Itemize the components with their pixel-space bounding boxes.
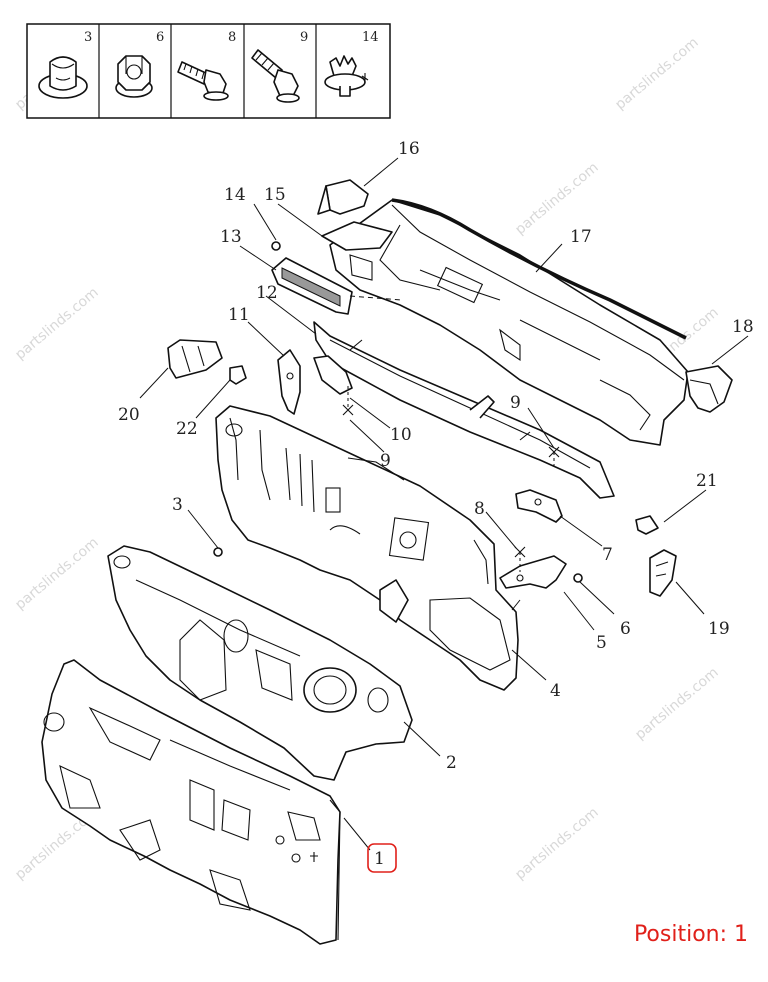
callout-6[interactable]: 6 xyxy=(620,619,631,639)
callout-2[interactable]: 2 xyxy=(446,753,457,773)
legend-number-14: 14 xyxy=(362,30,379,45)
callout-15[interactable]: 15 xyxy=(264,185,286,205)
threaded-bolt-icon xyxy=(251,49,300,103)
bracket-part-7 xyxy=(515,489,563,523)
callout-10[interactable]: 10 xyxy=(390,425,412,445)
bracket-part-5 xyxy=(499,555,567,589)
callout-19[interactable]: 19 xyxy=(708,619,730,639)
callout-4[interactable]: 4 xyxy=(550,681,561,701)
push-nut-icon xyxy=(38,56,88,99)
callout-13[interactable]: 13 xyxy=(220,227,242,247)
bracket-part-11 xyxy=(277,349,301,415)
watermark-6: partslinds.com xyxy=(12,534,101,613)
fastener-markers xyxy=(213,404,560,558)
callout-1[interactable]: 1 xyxy=(374,849,385,869)
watermark-7: partslinds.com xyxy=(632,664,721,743)
bracket-part-10 xyxy=(313,355,353,395)
callout-12[interactable]: 12 xyxy=(256,283,278,303)
clip-part-22 xyxy=(229,365,247,385)
callout-9-top[interactable]: 9 xyxy=(510,393,521,413)
callout-22[interactable]: 22 xyxy=(176,419,198,439)
watermark-4: partslinds.com xyxy=(12,284,101,363)
callout-16[interactable]: 16 xyxy=(398,139,420,159)
legend-number-3: 3 xyxy=(84,30,92,45)
legend-number-9: 9 xyxy=(300,30,308,45)
bracket-part-19 xyxy=(649,549,677,597)
legend-number-8: 8 xyxy=(228,30,236,45)
watermark-2: partslinds.com xyxy=(612,34,701,113)
hex-bolt-icon xyxy=(177,61,229,101)
end-cap-part-18 xyxy=(685,365,733,413)
callout-labels: 1 2 3 4 5 6 7 8 9 9 10 11 12 13 14 15 16… xyxy=(118,139,754,873)
leader-lines xyxy=(139,157,749,851)
position-label: Position: 1 xyxy=(633,922,748,947)
end-cap-part-16 xyxy=(317,179,369,215)
grille-part-13 xyxy=(271,257,353,315)
callout-17[interactable]: 17 xyxy=(570,227,592,247)
callout-3[interactable]: 3 xyxy=(172,495,183,515)
clip-part-21 xyxy=(635,515,659,535)
firewall-part-1 xyxy=(41,659,341,945)
callout-18[interactable]: 18 xyxy=(732,317,754,337)
callout-14[interactable]: 14 xyxy=(224,185,246,205)
insulation-part-2 xyxy=(107,545,413,781)
callout-11[interactable]: 11 xyxy=(228,305,250,325)
callout-20[interactable]: 20 xyxy=(118,405,140,425)
callout-9-mid[interactable]: 9 xyxy=(380,451,391,471)
legend-number-6: 6 xyxy=(156,30,164,45)
callout-21[interactable]: 21 xyxy=(696,471,718,491)
highlight-box xyxy=(367,843,397,873)
clip-part-14 xyxy=(271,241,281,251)
watermark-9: partslinds.com xyxy=(512,804,601,883)
callout-7[interactable]: 7 xyxy=(602,545,613,565)
cross-beam-part-12 xyxy=(313,321,615,499)
hex-nut-icon xyxy=(115,55,153,98)
dash-panel-part-4 xyxy=(215,405,519,691)
push-clip-icon xyxy=(324,55,369,97)
callout-5[interactable]: 5 xyxy=(596,633,607,653)
nut-part-6 xyxy=(573,573,583,583)
fastener-legend: 3 6 8 9 14 xyxy=(26,23,391,119)
seal-part-15 xyxy=(321,221,393,251)
bracket-part-20 xyxy=(167,339,223,379)
callout-8[interactable]: 8 xyxy=(474,499,485,519)
